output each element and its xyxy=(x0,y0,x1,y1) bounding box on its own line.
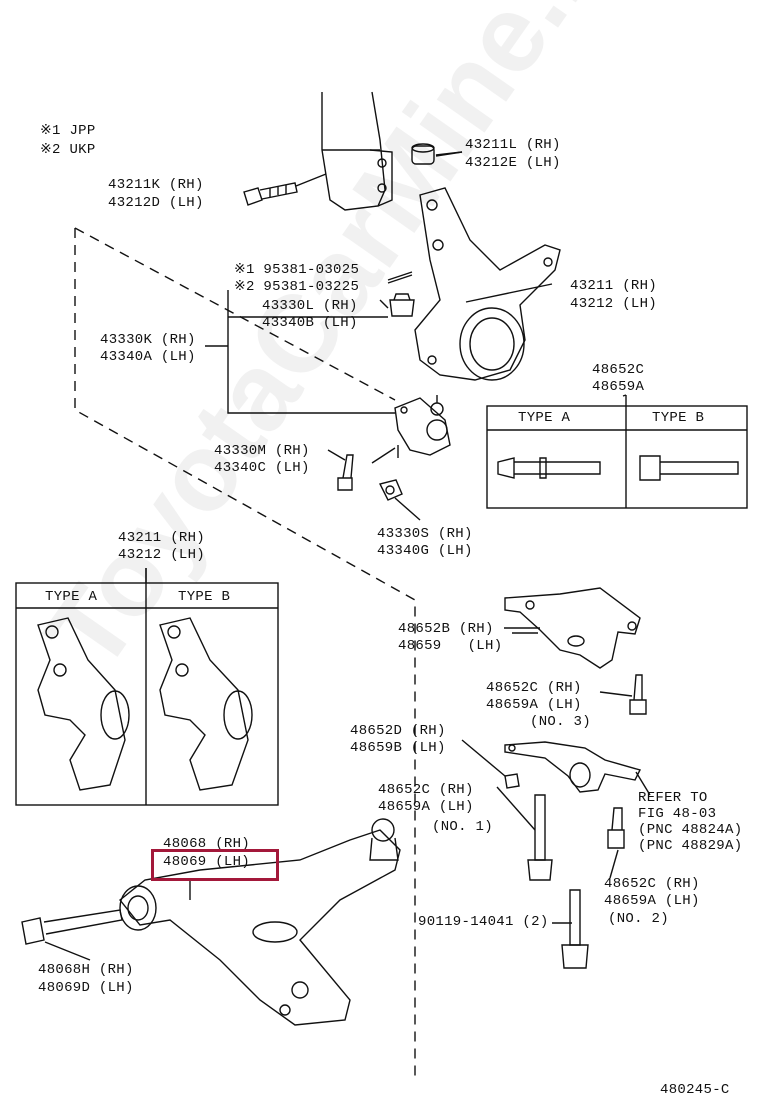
castle-nut-43330l xyxy=(389,293,415,317)
label-pnc-2: (PNC 48829A) xyxy=(638,838,743,854)
label-43212: 43212 (LH) xyxy=(570,296,658,312)
label-48652c-no1: 48652C (RH) xyxy=(378,782,474,798)
lower-control-arm xyxy=(119,818,401,1026)
cotter-pin xyxy=(387,271,413,284)
label-43212d: 43212D (LH) xyxy=(108,195,204,211)
nut-43211l xyxy=(411,143,435,165)
label-43340b: 43340B (LH) xyxy=(262,315,358,331)
table-right-type-b: TYPE B xyxy=(652,410,705,426)
bracket-48652d xyxy=(504,741,642,793)
type-table-left xyxy=(15,568,279,806)
label-48659: 48659 (LH) xyxy=(398,638,503,654)
label-43330l: 43330L (RH) xyxy=(262,298,358,314)
bolt-48068h xyxy=(21,909,123,945)
label-43330s: 43330S (RH) xyxy=(377,526,473,542)
label-43212-b: 43212 (LH) xyxy=(118,547,206,563)
label-no3: (NO. 3) xyxy=(530,714,591,730)
bracket-48652b xyxy=(504,587,641,669)
label-43212e: 43212E (LH) xyxy=(465,155,561,171)
table-left-type-a: TYPE A xyxy=(45,589,98,605)
dashed-assembly-outline xyxy=(74,228,416,1080)
label-43340a: 43340A (LH) xyxy=(100,349,196,365)
label-48068h: 48068H (RH) xyxy=(38,962,134,978)
bolt-48652c-no2 xyxy=(607,807,625,849)
label-fig: FIG 48-03 xyxy=(638,806,717,822)
label-43340g: 43340G (LH) xyxy=(377,543,473,559)
label-48068: 48068 (RH) xyxy=(163,836,251,852)
table-right-type-a: TYPE A xyxy=(518,410,571,426)
label-43211: 43211 (RH) xyxy=(570,278,658,294)
strut-assembly xyxy=(321,91,393,211)
label-48652c-no2: 48652C (RH) xyxy=(604,876,700,892)
highlight-box xyxy=(151,849,279,881)
label-48652b: 48652B (RH) xyxy=(398,621,494,637)
label-48652c-top: 48652C xyxy=(592,362,645,378)
label-48069d: 48069D (LH) xyxy=(38,980,134,996)
nut-48652d xyxy=(504,773,520,789)
note-1: ※1 JPP xyxy=(40,123,96,139)
label-48659b: 48659B (LH) xyxy=(350,740,446,756)
bolt-48652c-no3 xyxy=(629,674,647,715)
label-90119: 90119-14041 (2) xyxy=(418,914,549,930)
label-48659a-no3: 48659A (LH) xyxy=(486,697,582,713)
bolt-43211k xyxy=(243,182,298,206)
label-43340c: 43340C (LH) xyxy=(214,460,310,476)
bolt-43330m xyxy=(337,454,354,491)
label-48652c-no3: 48652C (RH) xyxy=(486,680,582,696)
label-no2: (NO. 2) xyxy=(608,911,669,927)
steering-knuckle xyxy=(414,187,561,381)
label-48652d: 48652D (RH) xyxy=(350,723,446,739)
type-table-right xyxy=(486,395,748,509)
label-48659a-no2: 48659A (LH) xyxy=(604,893,700,909)
ball-joint-43330k xyxy=(394,395,451,458)
label-43330k: 43330K (RH) xyxy=(100,332,196,348)
bolt-90119 xyxy=(561,889,589,969)
nut-43330s xyxy=(378,479,403,501)
diagram-code: 480245-C xyxy=(660,1082,730,1098)
label-48659a-no1: 48659A (LH) xyxy=(378,799,474,815)
label-refer-to: REFER TO xyxy=(638,790,708,806)
note-2: ※2 UKP xyxy=(40,142,96,158)
label-43211l: 43211L (RH) xyxy=(465,137,561,153)
table-left-type-b: TYPE B xyxy=(178,589,231,605)
label-43211-b: 43211 (RH) xyxy=(118,530,206,546)
label-95381-1: ※1 95381-03025 xyxy=(234,262,360,278)
label-43211k: 43211K (RH) xyxy=(108,177,204,193)
label-48659a-top: 48659A xyxy=(592,379,645,395)
label-pnc-1: (PNC 48824A) xyxy=(638,822,743,838)
label-no1: (NO. 1) xyxy=(432,819,493,835)
label-43330m: 43330M (RH) xyxy=(214,443,310,459)
label-95381-2: ※2 95381-03225 xyxy=(234,279,360,295)
bolt-48652c-no1 xyxy=(527,794,553,881)
label-48069: 48069 (LH) xyxy=(163,854,251,870)
